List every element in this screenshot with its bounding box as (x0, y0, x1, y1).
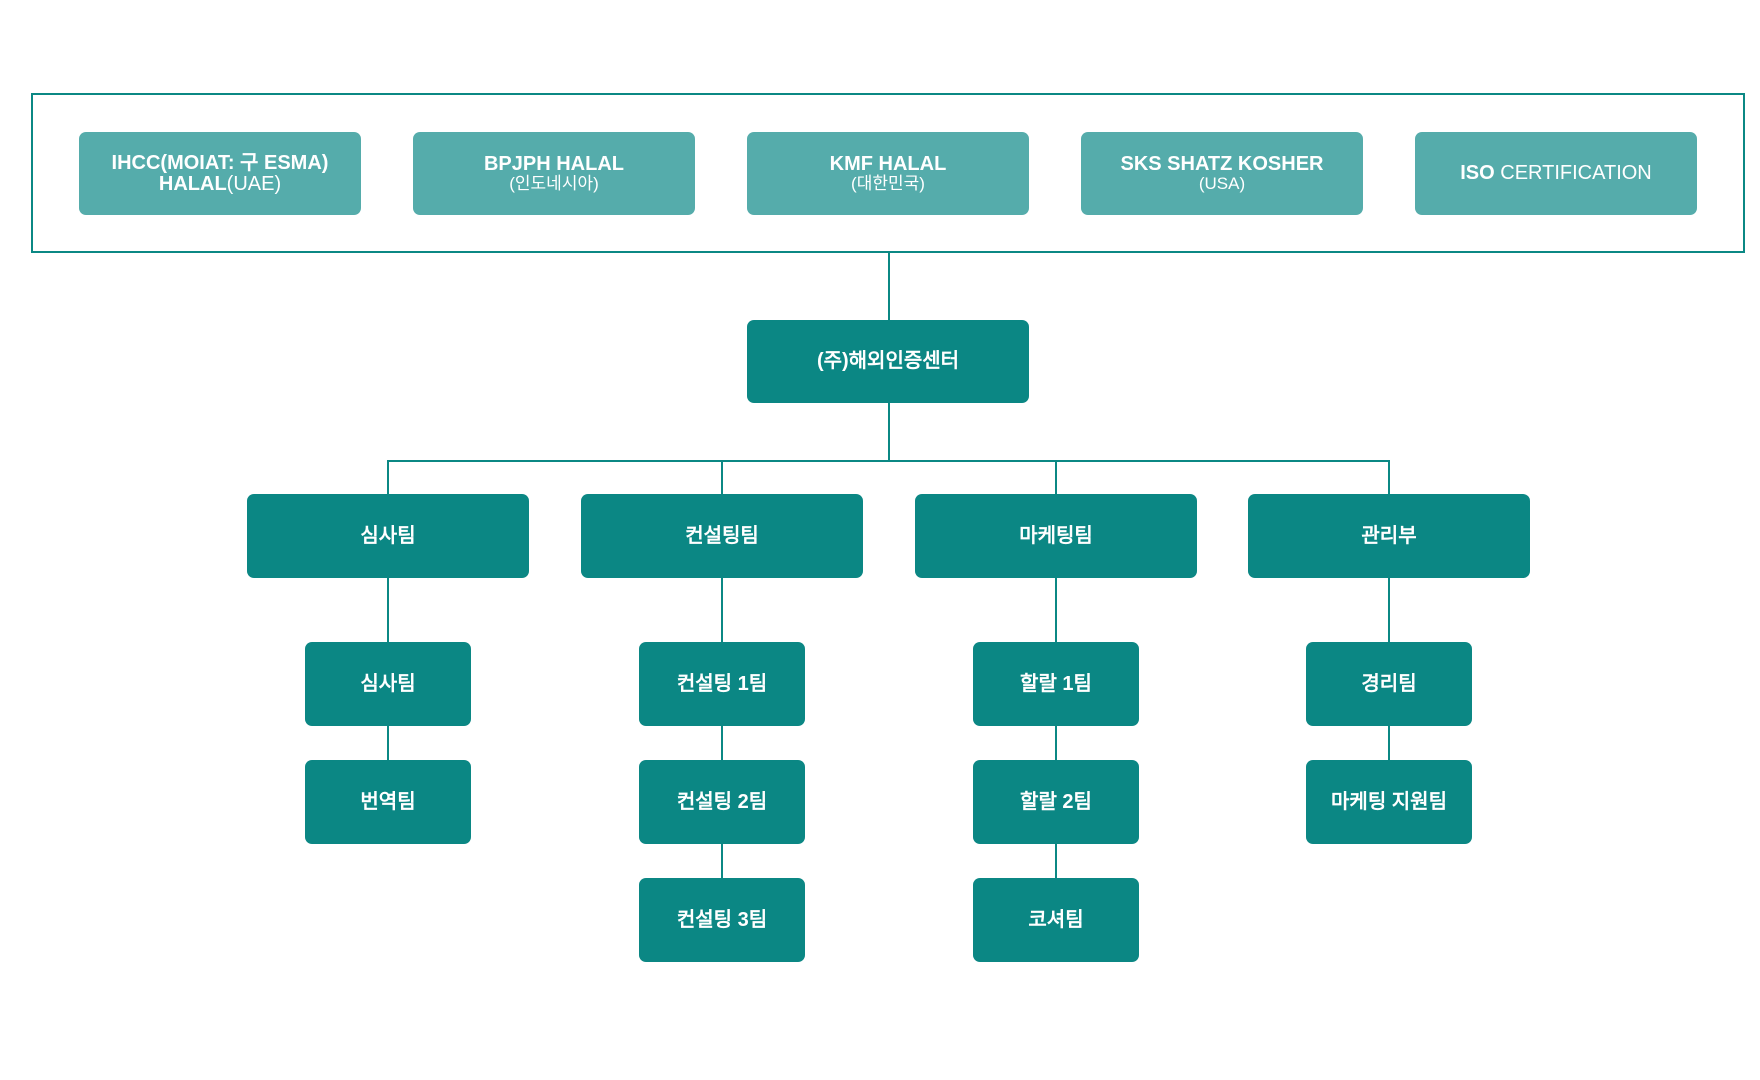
subteam-label: 컨설팅 1팀 (676, 672, 768, 695)
subteam-box-admin-2: 마케팅 지원팀 (1306, 760, 1472, 844)
subteam-box-consulting-3: 컨설팅 3팀 (639, 878, 805, 962)
team-admin-label: 관리부 (1361, 524, 1417, 547)
cert-ihcc-line2: HALAL(UAE) (158, 172, 282, 195)
cert-ihcc-line2-light: (UAE) (226, 172, 282, 195)
hq-box: (주)해외인증센터 (747, 320, 1029, 403)
team-marketing-label: 마케팅팀 (1019, 524, 1093, 547)
cert-ihcc-line2-bold: HALAL (158, 172, 227, 195)
subteam-box-consulting-2: 컨설팅 2팀 (639, 760, 805, 844)
connector-horizontal-teams (387, 460, 1390, 462)
subteam-label: 컨설팅 3팀 (676, 908, 768, 931)
subteam-box-audit-1: 심사팀 (305, 642, 471, 726)
cert-sks-line1: SKS SHATZ KOSHER (1120, 153, 1324, 176)
cert-box-sks: SKS SHATZ KOSHER (USA) (1081, 132, 1363, 215)
team-box-consulting: 컨설팅팀 (581, 494, 863, 578)
cert-box-bpjph: BPJPH HALAL (인도네시아) (413, 132, 695, 215)
subteam-box-audit-2: 번역팀 (305, 760, 471, 844)
connector-col-3-vertical (1055, 578, 1057, 878)
subteam-label: 할랄 2팀 (1020, 790, 1092, 813)
team-box-admin: 관리부 (1248, 494, 1530, 578)
subteam-box-consulting-1: 컨설팅 1팀 (639, 642, 805, 726)
subteam-box-marketing-1: 할랄 1팀 (973, 642, 1139, 726)
connector-team-1-drop (387, 460, 389, 494)
team-box-audit: 심사팀 (247, 494, 529, 578)
cert-ihcc-line1: IHCC(MOIAT: 구 ESMA) (111, 151, 329, 174)
subteam-label: 할랄 1팀 (1020, 672, 1092, 695)
subteam-label: 컨설팅 2팀 (676, 790, 768, 813)
certification-frame (31, 93, 1745, 253)
cert-kmf-line2: (대한민국) (851, 174, 925, 194)
cert-box-kmf: KMF HALAL (대한민국) (747, 132, 1029, 215)
cert-bpjph-line1: BPJPH HALAL (483, 153, 624, 176)
connector-frame-to-hq (888, 253, 890, 320)
connector-hq-down (888, 403, 890, 461)
cert-iso-label: ISO CERTIFICATION (1460, 163, 1652, 184)
connector-team-4-drop (1388, 460, 1390, 494)
subteam-label: 마케팅 지원팀 (1331, 790, 1447, 813)
cert-iso-light: CERTIFICATION (1494, 162, 1652, 184)
subteam-label: 코셔팀 (1028, 908, 1084, 931)
team-consulting-label: 컨설팅팀 (685, 524, 759, 547)
subteam-label: 경리팀 (1361, 672, 1417, 695)
cert-box-iso: ISO CERTIFICATION (1415, 132, 1697, 215)
connector-col-2-vertical (721, 578, 723, 878)
cert-kmf-line1: KMF HALAL (829, 153, 947, 176)
connector-team-2-drop (721, 460, 723, 494)
cert-box-ihcc: IHCC(MOIAT: 구 ESMA) HALAL(UAE) (79, 132, 361, 215)
subteam-label: 심사팀 (360, 672, 416, 695)
subteam-box-admin-1: 경리팀 (1306, 642, 1472, 726)
subteam-box-marketing-3: 코셔팀 (973, 878, 1139, 962)
cert-sks-line2: (USA) (1198, 174, 1246, 194)
cert-iso-bold: ISO (1460, 162, 1495, 184)
hq-label: (주)해외인증센터 (816, 350, 960, 372)
team-box-marketing: 마케팅팀 (915, 494, 1197, 578)
cert-bpjph-line2: (인도네시아) (509, 174, 599, 194)
team-audit-label: 심사팀 (360, 524, 416, 547)
subteam-box-marketing-2: 할랄 2팀 (973, 760, 1139, 844)
connector-team-3-drop (1055, 460, 1057, 494)
subteam-label: 번역팀 (360, 790, 416, 813)
